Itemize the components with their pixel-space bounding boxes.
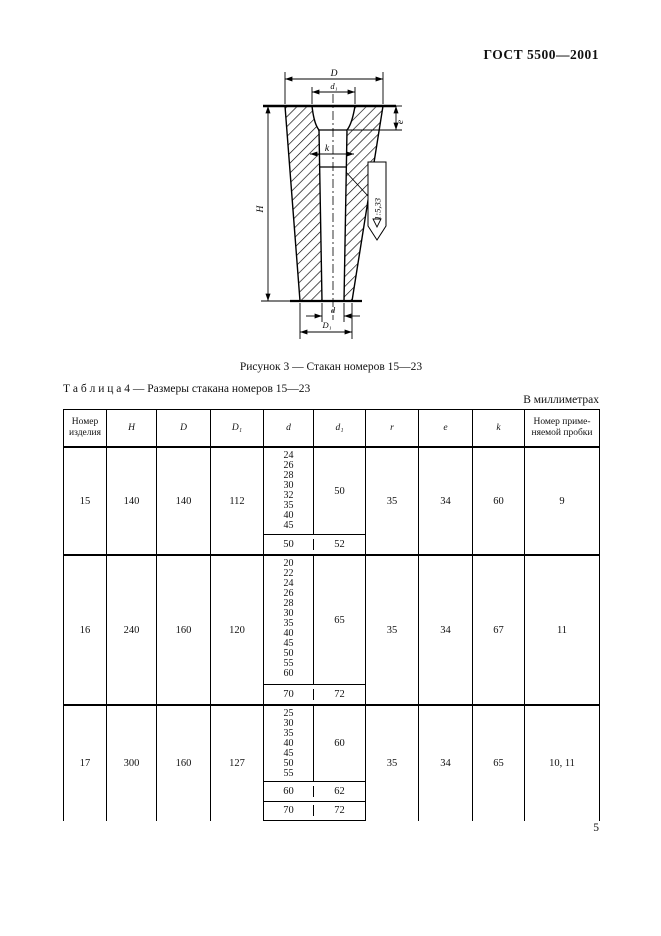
cell-k: 65: [472, 704, 525, 821]
taper-label: 1:5,33: [373, 198, 383, 220]
figure-3-drawing: D d₁ e k 1:5,33 H: [250, 64, 450, 360]
col-header-plug: Номер приме- няемой пробки: [524, 409, 600, 448]
col-header-r: r: [365, 409, 419, 448]
cell-H: 140: [106, 446, 157, 556]
dim-e-label: e: [396, 120, 406, 124]
left-section-hatch: [284, 105, 323, 302]
cell-item: 15: [63, 446, 107, 556]
cell-plug: 9: [524, 446, 600, 556]
dim-D1-label: D₁: [321, 320, 331, 330]
col-header-e: e: [418, 409, 473, 448]
d-values-list: 20 22 24 26 28 30 35 40 45 50 55 60: [264, 556, 314, 685]
cell-d-d1-group: 24 26 28 30 32 35 40 45 50 50 52: [263, 446, 366, 556]
taper-symbol-icon: [372, 218, 382, 229]
dim-d-label: d: [331, 305, 336, 315]
sub-d1: 52: [334, 539, 345, 550]
cell-D1: 120: [210, 554, 264, 706]
sub-d: 70: [264, 689, 314, 700]
col-header-item: Номер изделия: [63, 409, 107, 448]
dim-D-label: D: [330, 69, 338, 79]
cell-r: 35: [365, 554, 419, 706]
cell-plug: 10, 11: [524, 704, 600, 821]
d1-main-value: 60: [334, 738, 345, 749]
taper-leader: [345, 171, 369, 197]
sub-d: 60: [264, 785, 314, 797]
d-d1-subrow: 70 72: [264, 800, 365, 821]
d1-main-value: 65: [334, 614, 345, 626]
standard-number: ГОСТ 5500—2001: [483, 47, 599, 62]
cell-H: 300: [106, 704, 157, 821]
figure-caption: Рисунок 3 — Стакан номеров 15—23: [239, 361, 423, 373]
dim-d1-label: d₁: [330, 81, 337, 91]
table-title: Т а б л и ц а 4 — Размеры стакана номеро…: [63, 383, 311, 395]
cell-D: 160: [156, 704, 211, 821]
d-d1-subrow: 60 62: [264, 781, 365, 801]
units-note: В миллиметрах: [523, 394, 599, 406]
cell-D1: 112: [210, 446, 264, 556]
cell-r: 35: [365, 704, 419, 821]
col-header-D1: D₁: [210, 409, 264, 448]
col-header-d: d: [263, 409, 314, 448]
d-d1-subrow: 70 72: [264, 684, 365, 704]
col-header-k: k: [472, 409, 525, 448]
cell-H: 240: [106, 554, 157, 706]
dim-H-label: H: [256, 204, 266, 213]
page-number: 5: [593, 822, 599, 834]
sub-d: 50: [264, 539, 314, 550]
table-row-17: 17 300 160 127 25 30 35 40 45 50 55 60 6…: [63, 704, 600, 821]
cell-item: 17: [63, 704, 107, 821]
cell-D: 160: [156, 554, 211, 706]
d1-main-value: 50: [334, 485, 345, 497]
taper-flag: [367, 161, 387, 241]
cell-e: 34: [418, 446, 473, 556]
cell-r: 35: [365, 446, 419, 556]
cell-e: 34: [418, 554, 473, 706]
cell-D: 140: [156, 446, 211, 556]
col-header-H: H: [106, 409, 157, 448]
table-4: Номер изделия H D D₁ d d₁ r e k Номер пр…: [63, 409, 600, 821]
col-header-D: D: [156, 409, 211, 448]
cup-cross-section-drawing: D d₁ e k 1:5,33 H: [256, 69, 406, 339]
cell-plug: 11: [524, 554, 600, 706]
sub-d1: 72: [334, 805, 345, 817]
dim-k-label: k: [325, 144, 330, 154]
table-row-15: 15 140 140 112 24 26 28 30 32 35 40 45 5…: [63, 446, 600, 556]
d-d1-subrow: 50 52: [264, 534, 365, 554]
cell-d-d1-group: 20 22 24 26 28 30 35 40 45 50 55 60 65 7…: [263, 554, 366, 706]
d-values-list: 24 26 28 30 32 35 40 45: [264, 448, 314, 535]
col-header-d1: d₁: [313, 409, 366, 448]
sub-d1: 62: [334, 785, 345, 797]
sub-d1: 72: [334, 689, 345, 700]
table-row-16: 16 240 160 120 20 22 24 26 28 30 35 40 4…: [63, 554, 600, 706]
cell-e: 34: [418, 704, 473, 821]
cell-D1: 127: [210, 704, 264, 821]
cell-d-d1-group: 25 30 35 40 45 50 55 60 60 62 70 72: [263, 704, 366, 821]
table-header-row: Номер изделия H D D₁ d d₁ r e k Номер пр…: [63, 409, 600, 448]
cell-item: 16: [63, 554, 107, 706]
cell-k: 60: [472, 446, 525, 556]
cell-k: 67: [472, 554, 525, 706]
sub-d: 70: [264, 805, 314, 817]
d-values-list: 25 30 35 40 45 50 55: [264, 706, 314, 781]
